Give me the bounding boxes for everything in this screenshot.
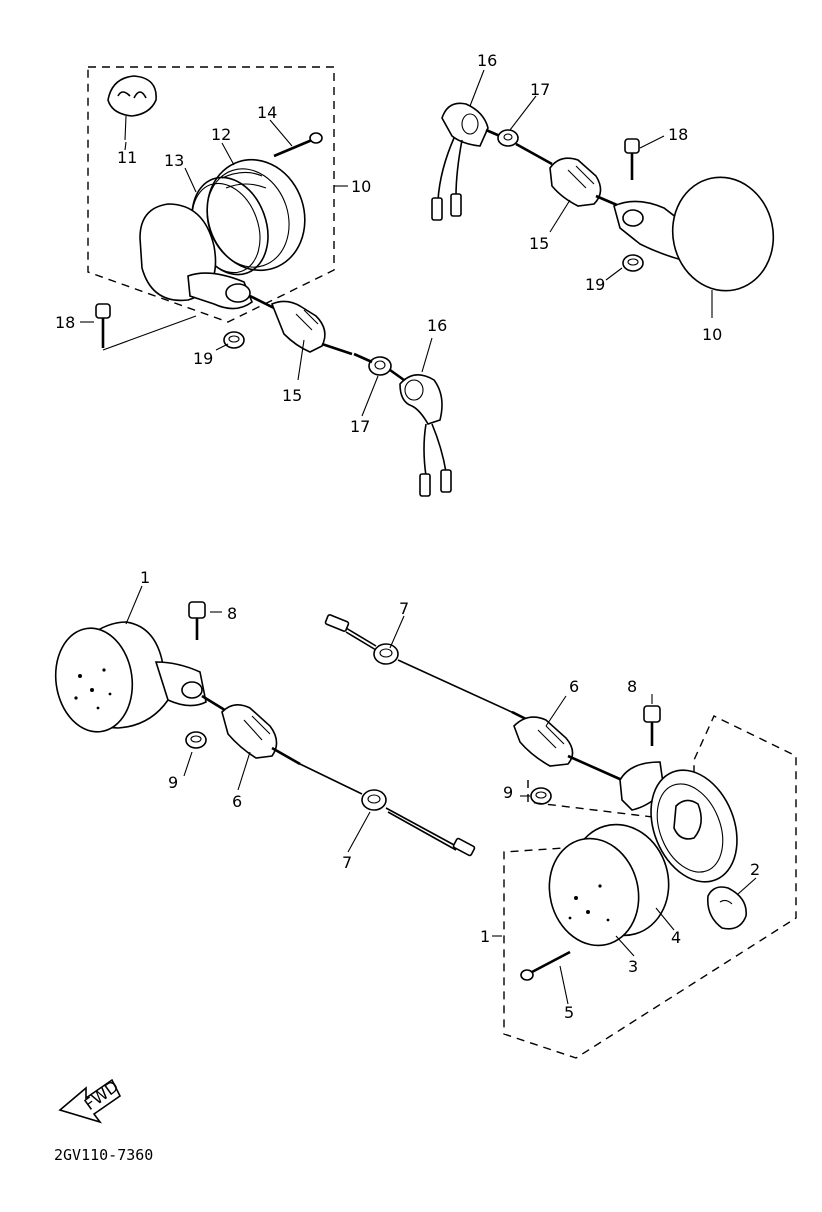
forward-direction-arrow: FWD	[58, 1077, 122, 1124]
grommet-17	[368, 356, 392, 376]
callout-6-lower-right: 6	[569, 677, 579, 696]
callout-2: 2	[750, 860, 760, 879]
bolt-18	[95, 303, 111, 348]
callout-7-lower-right: 7	[399, 599, 409, 618]
subassembly-dashed-box-10	[87, 66, 335, 323]
flasher-housing-10	[671, 176, 775, 292]
callout-14: 14	[257, 103, 277, 122]
grommet-7	[361, 789, 387, 811]
callout-1-lower-right: 1	[480, 927, 490, 946]
grommet-7	[373, 643, 399, 665]
callout-16-upper-left: 16	[427, 316, 447, 335]
flasher-housing-1	[650, 769, 738, 883]
lens-3	[548, 837, 640, 947]
callout-3: 3	[628, 957, 638, 976]
terminal	[324, 614, 350, 632]
lead-wires	[431, 137, 463, 221]
callout-13: 13	[164, 151, 184, 170]
lead-wire	[397, 659, 517, 715]
callout-labels: 11 12 13 14 10 18 19 15 17 16 16 17 18 1…	[55, 51, 760, 1022]
callout-19-upper-left: 19	[193, 349, 213, 368]
flasher-stay	[613, 200, 691, 261]
callout-8-lower-right: 8	[627, 677, 637, 696]
screw-5	[520, 950, 571, 981]
drawing-code: 2GV110-7360	[54, 1146, 153, 1164]
callout-7-lower-left: 7	[342, 853, 352, 872]
callout-10-upper-right: 10	[702, 325, 722, 344]
subassembly-dashed-box-1	[503, 715, 797, 1059]
callout-11: 11	[117, 148, 137, 167]
rear-left-flasher-assembly	[54, 585, 476, 857]
flasher-housing-1	[54, 621, 169, 733]
callout-15-upper-left: 15	[282, 386, 302, 405]
socket-6	[221, 704, 278, 759]
callout-4: 4	[671, 928, 681, 947]
bulb-11	[107, 75, 157, 141]
bolt-18	[624, 138, 640, 180]
callout-8-lower-left: 8	[227, 604, 237, 623]
front-left-flasher-assembly	[80, 66, 452, 497]
cover-16	[441, 102, 489, 147]
screw-14	[273, 132, 323, 158]
socket-15	[249, 294, 353, 356]
callout-9-lower-left: 9	[168, 773, 178, 792]
terminal	[452, 837, 476, 857]
cover-16	[399, 374, 443, 425]
lead-wire	[299, 763, 363, 795]
callout-16-upper-right: 16	[477, 51, 497, 70]
callout-17-upper-right: 17	[530, 80, 550, 99]
bolt-8	[188, 601, 206, 640]
bulb-2	[706, 886, 747, 930]
callout-1-lower-left: 1	[140, 568, 150, 587]
callout-6-lower-left: 6	[232, 792, 242, 811]
grommet-17	[497, 129, 519, 147]
callout-19-upper-right: 19	[585, 275, 605, 294]
rear-right-flasher-assembly	[324, 614, 797, 1059]
callout-18-upper-right: 18	[668, 125, 688, 144]
bolt-8	[643, 705, 661, 746]
nut-9	[530, 787, 552, 805]
socket-15	[549, 157, 625, 210]
callout-17-upper-left: 17	[350, 417, 370, 436]
callout-15-upper-right: 15	[529, 234, 549, 253]
front-right-flasher-assembly	[431, 69, 775, 318]
flasher-stay	[154, 661, 207, 707]
callout-9-lower-right: 9	[503, 783, 513, 802]
socket-6	[513, 716, 574, 767]
callout-12: 12	[211, 125, 231, 144]
lead-wires	[419, 423, 452, 497]
nut-19	[622, 254, 644, 272]
nut-9	[185, 731, 207, 749]
callout-5: 5	[564, 1003, 574, 1022]
callout-18-upper-left: 18	[55, 313, 75, 332]
nut-19	[223, 331, 245, 349]
callout-10-upper-left: 10	[351, 177, 371, 196]
